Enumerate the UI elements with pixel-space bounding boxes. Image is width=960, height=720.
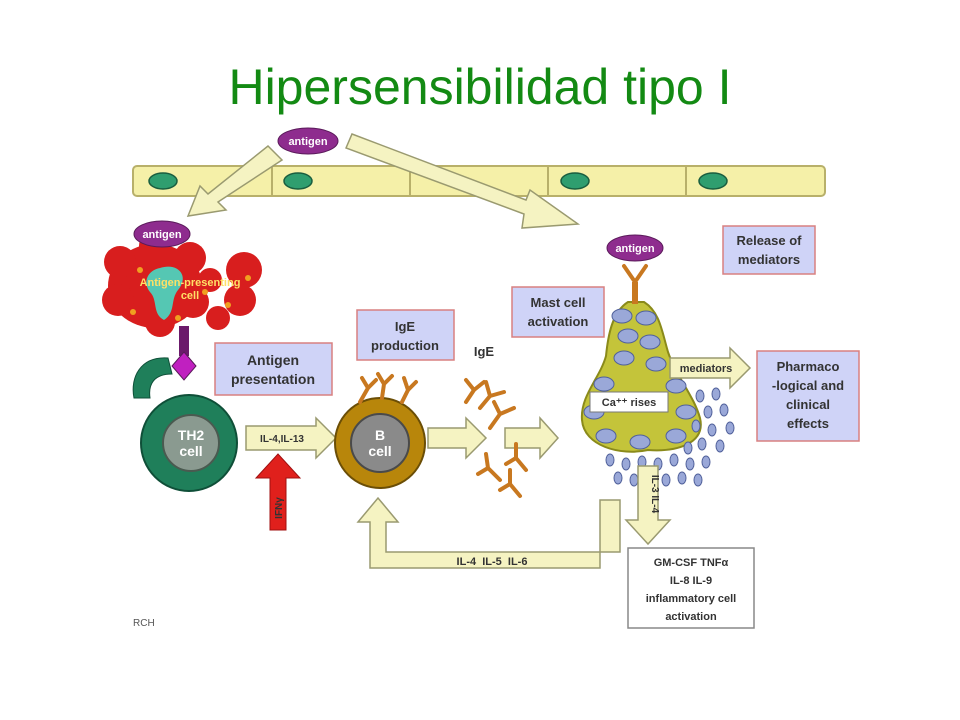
ca-rises-box — [589, 391, 669, 413]
ige-antibody — [478, 380, 506, 410]
release-mediators-line1: Release of — [736, 233, 802, 248]
credit-label: RCH — [133, 618, 155, 629]
ca-rises-label: Ca⁺⁺ rises — [602, 397, 656, 409]
released-granules — [605, 387, 735, 487]
pharmacological-effects-box: Pharmaco -logical and clinical effects — [756, 350, 860, 442]
b-cell-label-line2: cell — [368, 443, 391, 459]
antigen-mast-label: antigen — [615, 243, 654, 255]
ige-production-line1: IgE — [395, 319, 416, 334]
mediators-label: mediators — [680, 363, 733, 375]
gmcsf-box: GM-CSF TNFα IL-8 IL-9 inflammatory cell … — [627, 547, 755, 629]
gmcsf-line2: IL-8 IL-9 — [670, 575, 712, 587]
feedback-cytokines-label: IL-4 IL-5 IL-6 — [457, 556, 528, 568]
antigen-top — [277, 127, 339, 155]
il3-il4-arrow: IL-3 IL-4 — [624, 465, 672, 546]
pharmaco-line2: -logical and — [772, 378, 844, 393]
antigen-presentation-line1: Antigen — [247, 352, 299, 368]
arrow-to-apc — [186, 144, 284, 217]
release-mediators-box: Release of mediators — [722, 225, 816, 275]
antigen-apc — [133, 220, 191, 248]
top-antigen-arrows: antigen — [186, 127, 581, 229]
ifn-gamma-arrow: IFNγ — [254, 453, 302, 531]
antigen-presentation-box: Antigen presentation — [214, 342, 333, 396]
th2-label-line2: cell — [179, 443, 202, 459]
mast-cell-activation-line1: Mast cell — [531, 295, 586, 310]
antigen-peptide — [171, 351, 197, 381]
pharmaco-line1: Pharmaco — [777, 359, 840, 374]
ige-antibody — [464, 378, 486, 404]
feedback-arrow: IL-4 IL-5 IL-6 — [356, 496, 621, 569]
ige-antibody — [498, 468, 522, 498]
ige-production-line2: production — [371, 338, 439, 353]
arrow-ige-to-mast — [504, 416, 560, 460]
release-mediators-line2: mediators — [738, 252, 800, 267]
free-ige-antibodies — [464, 378, 528, 498]
antigen-apc-label: antigen — [142, 229, 181, 241]
mhc-tcr-complex — [132, 326, 197, 399]
slide-title: Hipersensibilidad tipo I — [228, 59, 732, 115]
apc-label-line2: cell — [181, 290, 199, 302]
b-cell: B cell — [334, 397, 426, 489]
ige-antibody — [476, 452, 502, 482]
mast-cell: Ca⁺⁺ rises — [580, 282, 702, 453]
gmcsf-line1: GM-CSF TNFα — [654, 557, 729, 569]
ige-label: IgE — [474, 344, 495, 359]
il3-il4-label: IL-3 IL-4 — [649, 475, 660, 514]
ige-antibody — [488, 400, 516, 430]
epithelial-nucleus — [560, 172, 590, 190]
ige-antibody — [504, 442, 528, 472]
th2-label-line1: TH2 — [178, 427, 205, 443]
mediators-arrow: mediators — [669, 346, 752, 390]
arrow-b-to-ige — [427, 416, 488, 460]
antigen-presentation-line2: presentation — [231, 371, 315, 387]
epithelial-nucleus — [283, 172, 313, 190]
mast-cell-activation-line2: activation — [528, 314, 589, 329]
gmcsf-line4: activation — [665, 611, 717, 623]
il4-il13-arrow: IL-4,IL-13 — [245, 416, 338, 460]
epithelial-nucleus — [148, 172, 178, 190]
il4-il13-label: IL-4,IL-13 — [260, 434, 304, 445]
antigen-presenting-cell: Antigen-presenting cell antigen — [102, 220, 262, 337]
ifn-gamma-label: IFNγ — [274, 497, 285, 519]
antigen-top-label: antigen — [288, 136, 327, 148]
antigen-mast — [606, 234, 664, 262]
gmcsf-line3: inflammatory cell — [646, 593, 736, 605]
b-cell-output-arrows — [427, 416, 560, 460]
epithelium-layer — [132, 165, 826, 197]
pharmaco-line3: clinical — [786, 397, 830, 412]
apc-label-line1: Antigen-presenting — [140, 277, 241, 289]
mast-cell-activation-box: Mast cell activation — [511, 286, 605, 338]
mast-cell-receptor — [622, 264, 648, 284]
b-cell-surface-ige — [358, 372, 418, 404]
th2-cell: TH2 cell — [140, 394, 238, 492]
arrow-to-mast-cell — [345, 133, 581, 229]
b-cell-label-line1: B — [375, 427, 385, 443]
ige-production-box: IgE production — [356, 309, 455, 361]
epithelial-nucleus — [698, 172, 728, 190]
pharmaco-line4: effects — [787, 416, 829, 431]
